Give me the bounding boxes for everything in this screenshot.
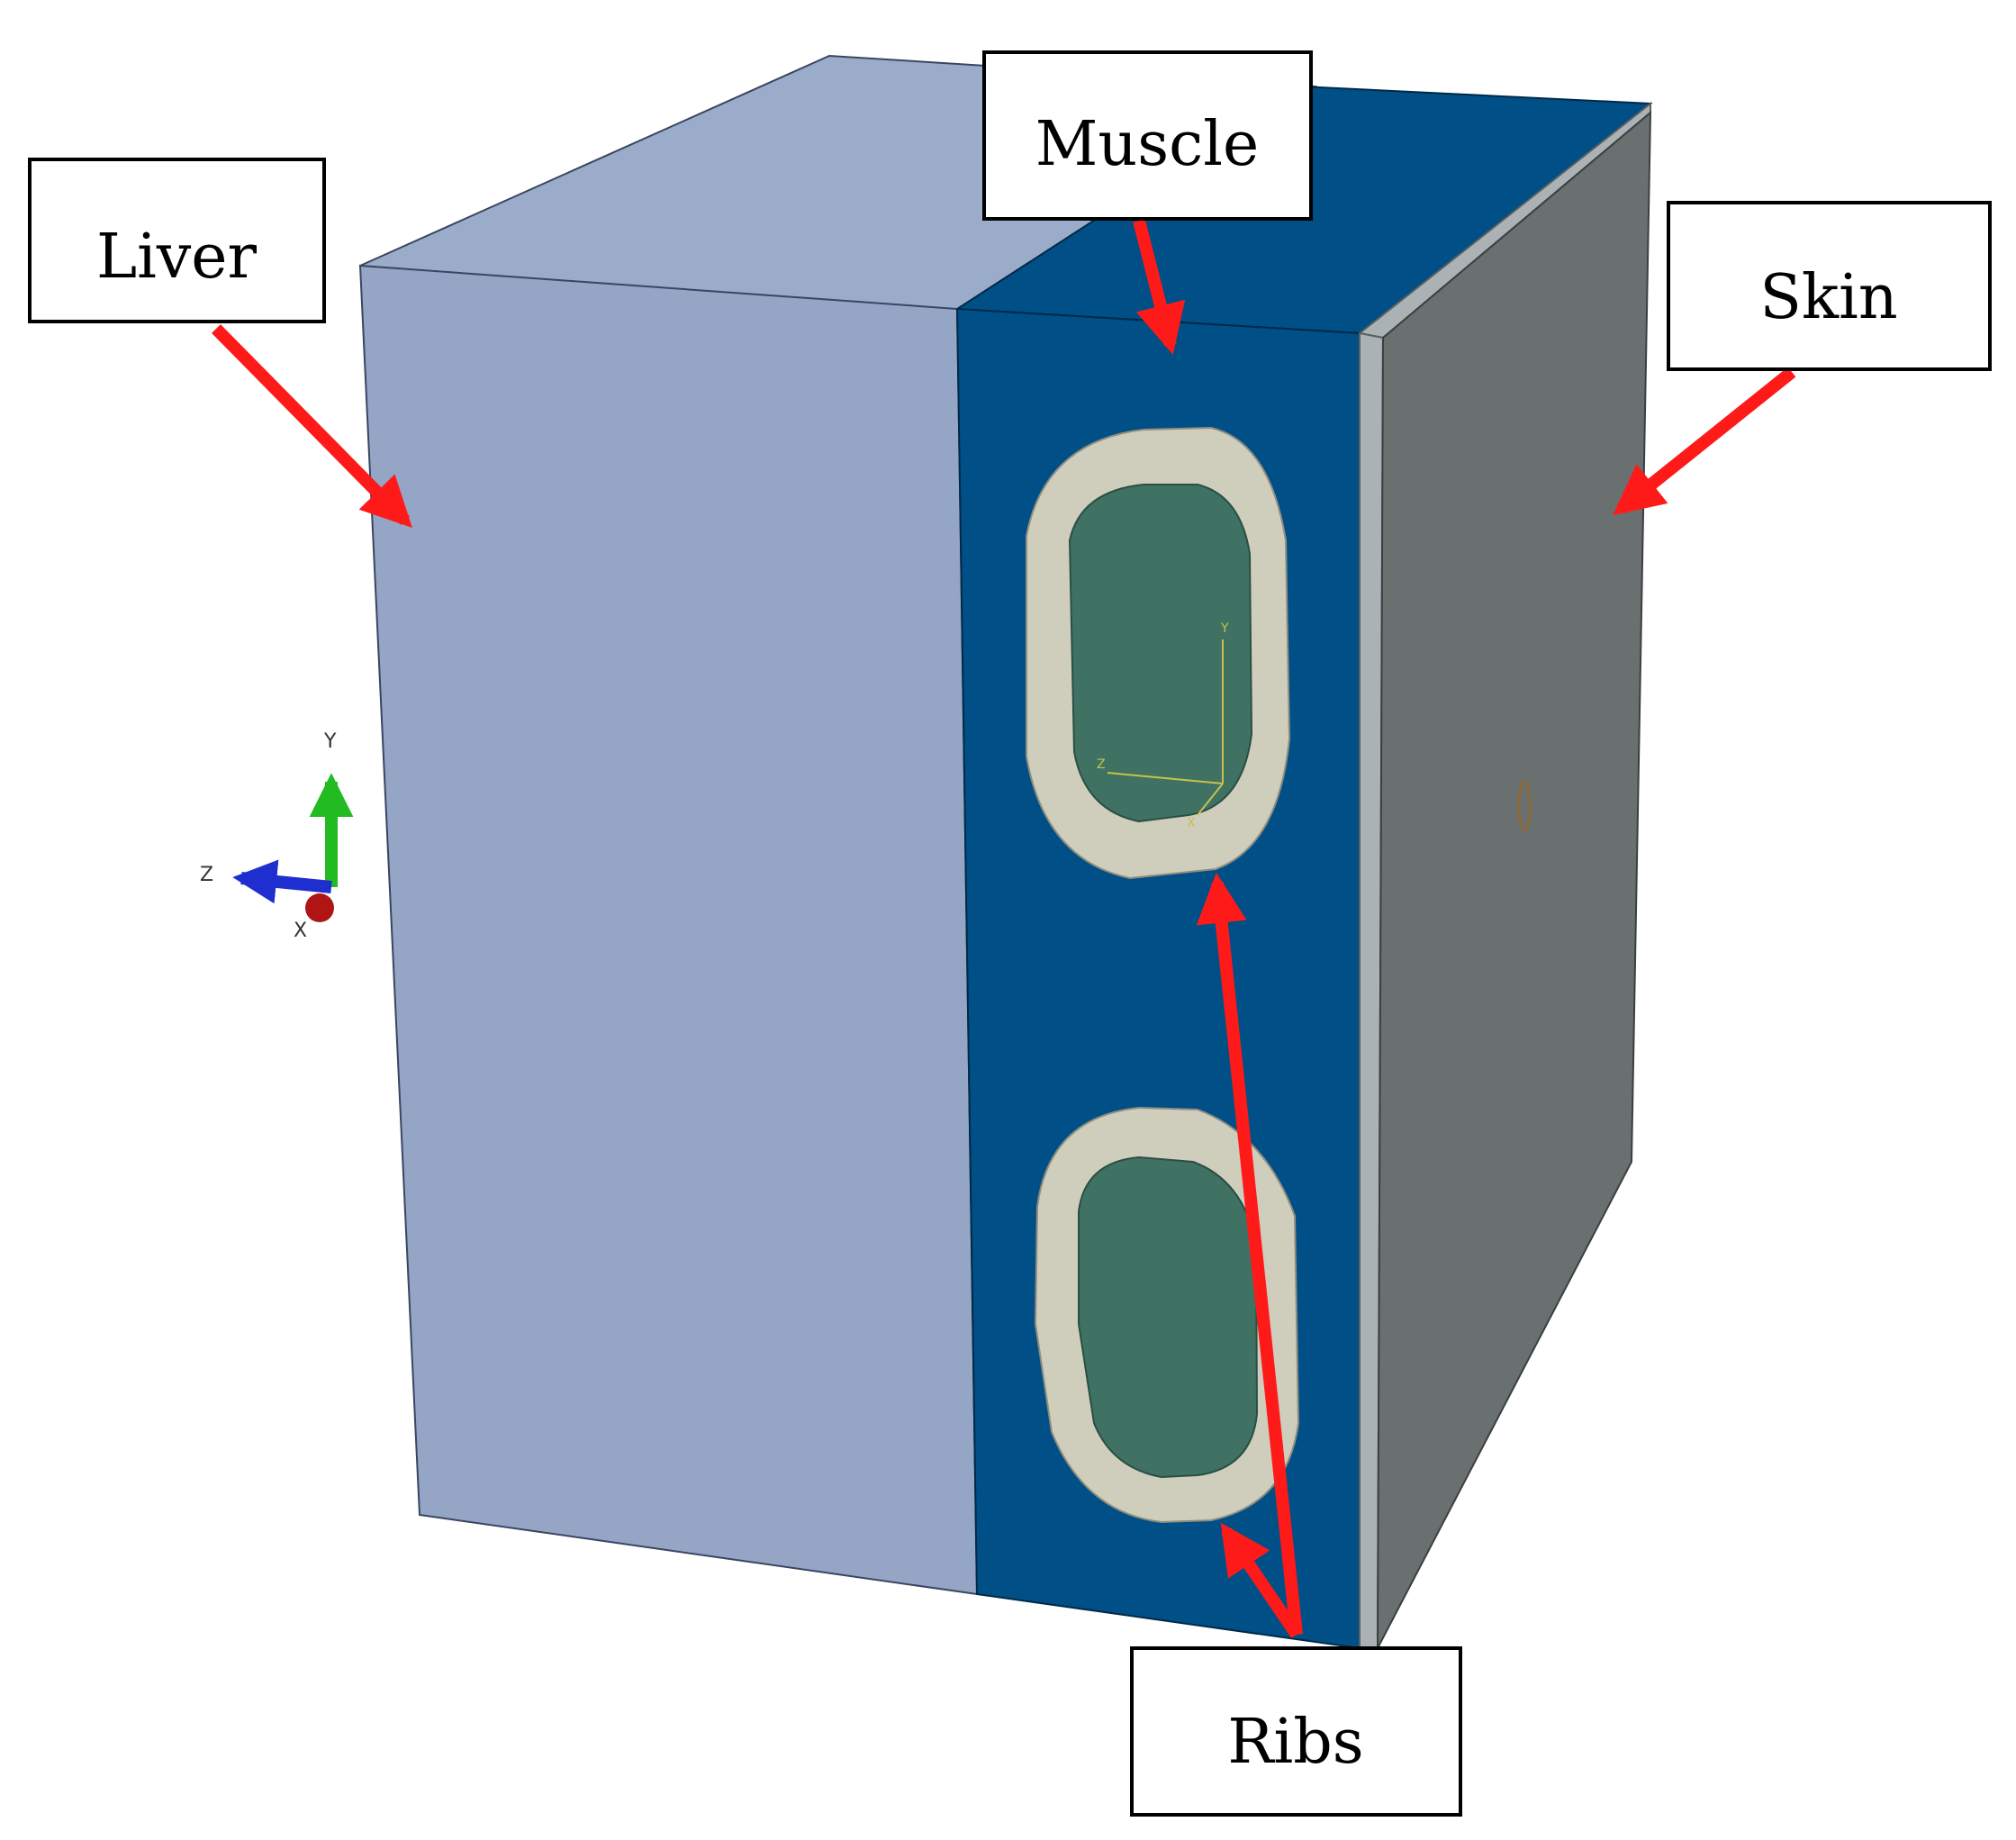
muscle-label: Muscle — [1035, 109, 1259, 180]
local-axis-x-label: X — [1187, 816, 1196, 830]
skin-label-box: Skin — [1667, 201, 1992, 371]
rib-upper-marrow — [1068, 484, 1253, 823]
triad-z-label: Z — [200, 864, 213, 886]
rib-lower — [1034, 1106, 1300, 1524]
liver-label-box: Liver — [28, 158, 326, 323]
liver-arrow — [212, 324, 412, 528]
local-axis-y-label: Y — [1220, 621, 1229, 636]
skin-side-face — [1377, 110, 1652, 1649]
ribs-arrow-lower — [1220, 1522, 1302, 1638]
ribs-label: Ribs — [1227, 1707, 1363, 1778]
local-axis-z-label: Z — [1097, 757, 1106, 772]
rib-lower-marrow — [1078, 1156, 1259, 1479]
ribs-label-box: Ribs — [1130, 1646, 1462, 1817]
muscle-label-box: Muscle — [982, 50, 1313, 221]
triad-y-label: Y — [323, 730, 337, 753]
local-axis-glyph: Y Z X — [1097, 621, 1229, 830]
liver-front-face — [358, 264, 979, 1596]
coordinate-triad: Y Z X — [200, 730, 354, 942]
triad-x-label: X — [294, 920, 307, 942]
skin-label: Skin — [1759, 262, 1897, 333]
ribs-arrow-upper — [1196, 872, 1303, 1636]
rib-upper: Y Z X — [1026, 426, 1291, 880]
muscle-arrow — [1133, 219, 1186, 355]
skin-marker — [1517, 780, 1532, 832]
liver-label: Liver — [96, 222, 258, 293]
skin-arrow — [1613, 367, 1796, 515]
